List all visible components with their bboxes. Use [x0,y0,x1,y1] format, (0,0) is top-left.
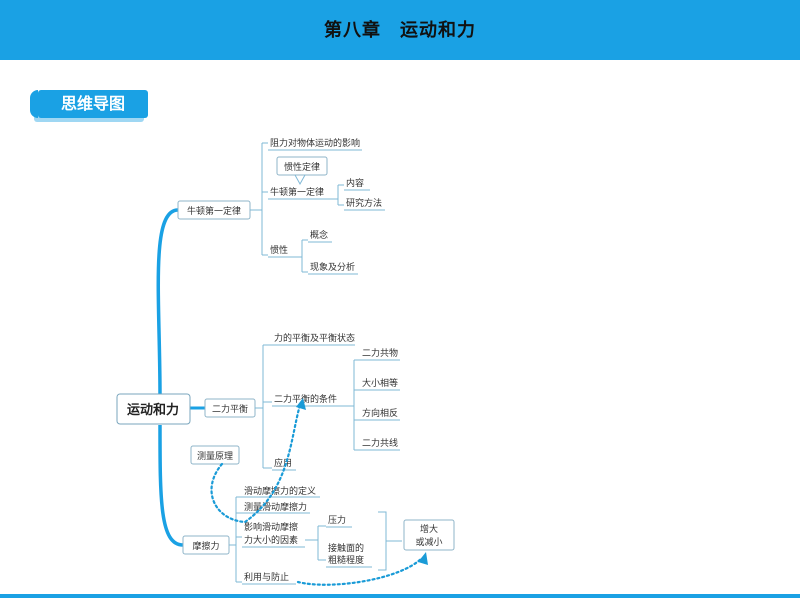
b1-law-alias-box [276,156,328,176]
arrow-head-2 [418,552,428,565]
b1-phenomena: 现象及分析 [310,261,355,273]
b3-rough-1: 接触面的 [328,542,364,554]
root-node-box [116,393,191,425]
b3-rough-2: 粗糙程度 [328,554,364,566]
b2-balance-state: 力的平衡及平衡状态 [274,332,355,344]
b3-measure: 测量滑动摩擦力 [244,501,307,513]
b2-connector [255,344,272,469]
header-bar [0,0,800,60]
b1-connector [250,142,268,256]
b2-conditions: 二力平衡的条件 [274,393,337,405]
root-node: 运动和力 [127,402,179,418]
b3-definition: 滑动摩擦力的定义 [244,485,316,497]
b1-law: 牛顿第一定律 [270,186,324,198]
b2-c1: 二力共物 [362,347,398,359]
b3-factors-1: 影响滑动摩擦 [244,521,298,533]
b3-factors-connector [305,525,326,561]
b2-c2: 大小相等 [362,377,398,389]
arrow-use-to-change [296,556,424,586]
section-tag: 思维导图 [30,90,148,118]
page-title: 第八章 运动和力 [324,20,476,41]
b1-law-connector [330,184,344,206]
b3-factors-2: 力大小的因素 [244,534,298,546]
b2-c4: 二力共线 [362,437,398,449]
b3-change-bracket [378,511,402,571]
b1-resistance: 阻力对物体运动的影响 [270,137,360,149]
b3-change-1: 增大 [420,523,438,535]
b1-law-alias-link [294,174,306,186]
b2-c3: 方向相反 [362,407,398,419]
b1-method: 研究方法 [346,197,382,209]
b3-node: 摩擦力 [192,540,219,552]
b3-connector [229,496,242,583]
b2-principle: 测量原理 [197,451,233,462]
b3-change-2: 或减小 [415,536,442,548]
main-branch-1 [156,208,179,396]
b3-pressure: 压力 [328,514,346,526]
b3-change-box [403,519,455,551]
b2-application: 应用 [274,457,292,469]
b1-law-alias: 惯性定律 [284,161,320,173]
arrow-principle-to-conditions [210,403,302,524]
b1-concept: 概念 [310,229,328,241]
b2-conditions-connector [346,359,360,451]
b2-principle-box [190,445,240,465]
b2-node: 二力平衡 [212,403,248,415]
b1-content: 内容 [346,177,364,189]
bottom-bar [0,594,800,598]
b1-inertia-connector [296,239,308,273]
b3-use: 利用与防止 [244,571,289,583]
b1-inertia: 惯性 [270,244,288,256]
b1-node: 牛顿第一定律 [187,205,241,217]
arrow-head-1 [296,398,306,410]
main-branch-3 [158,424,184,547]
